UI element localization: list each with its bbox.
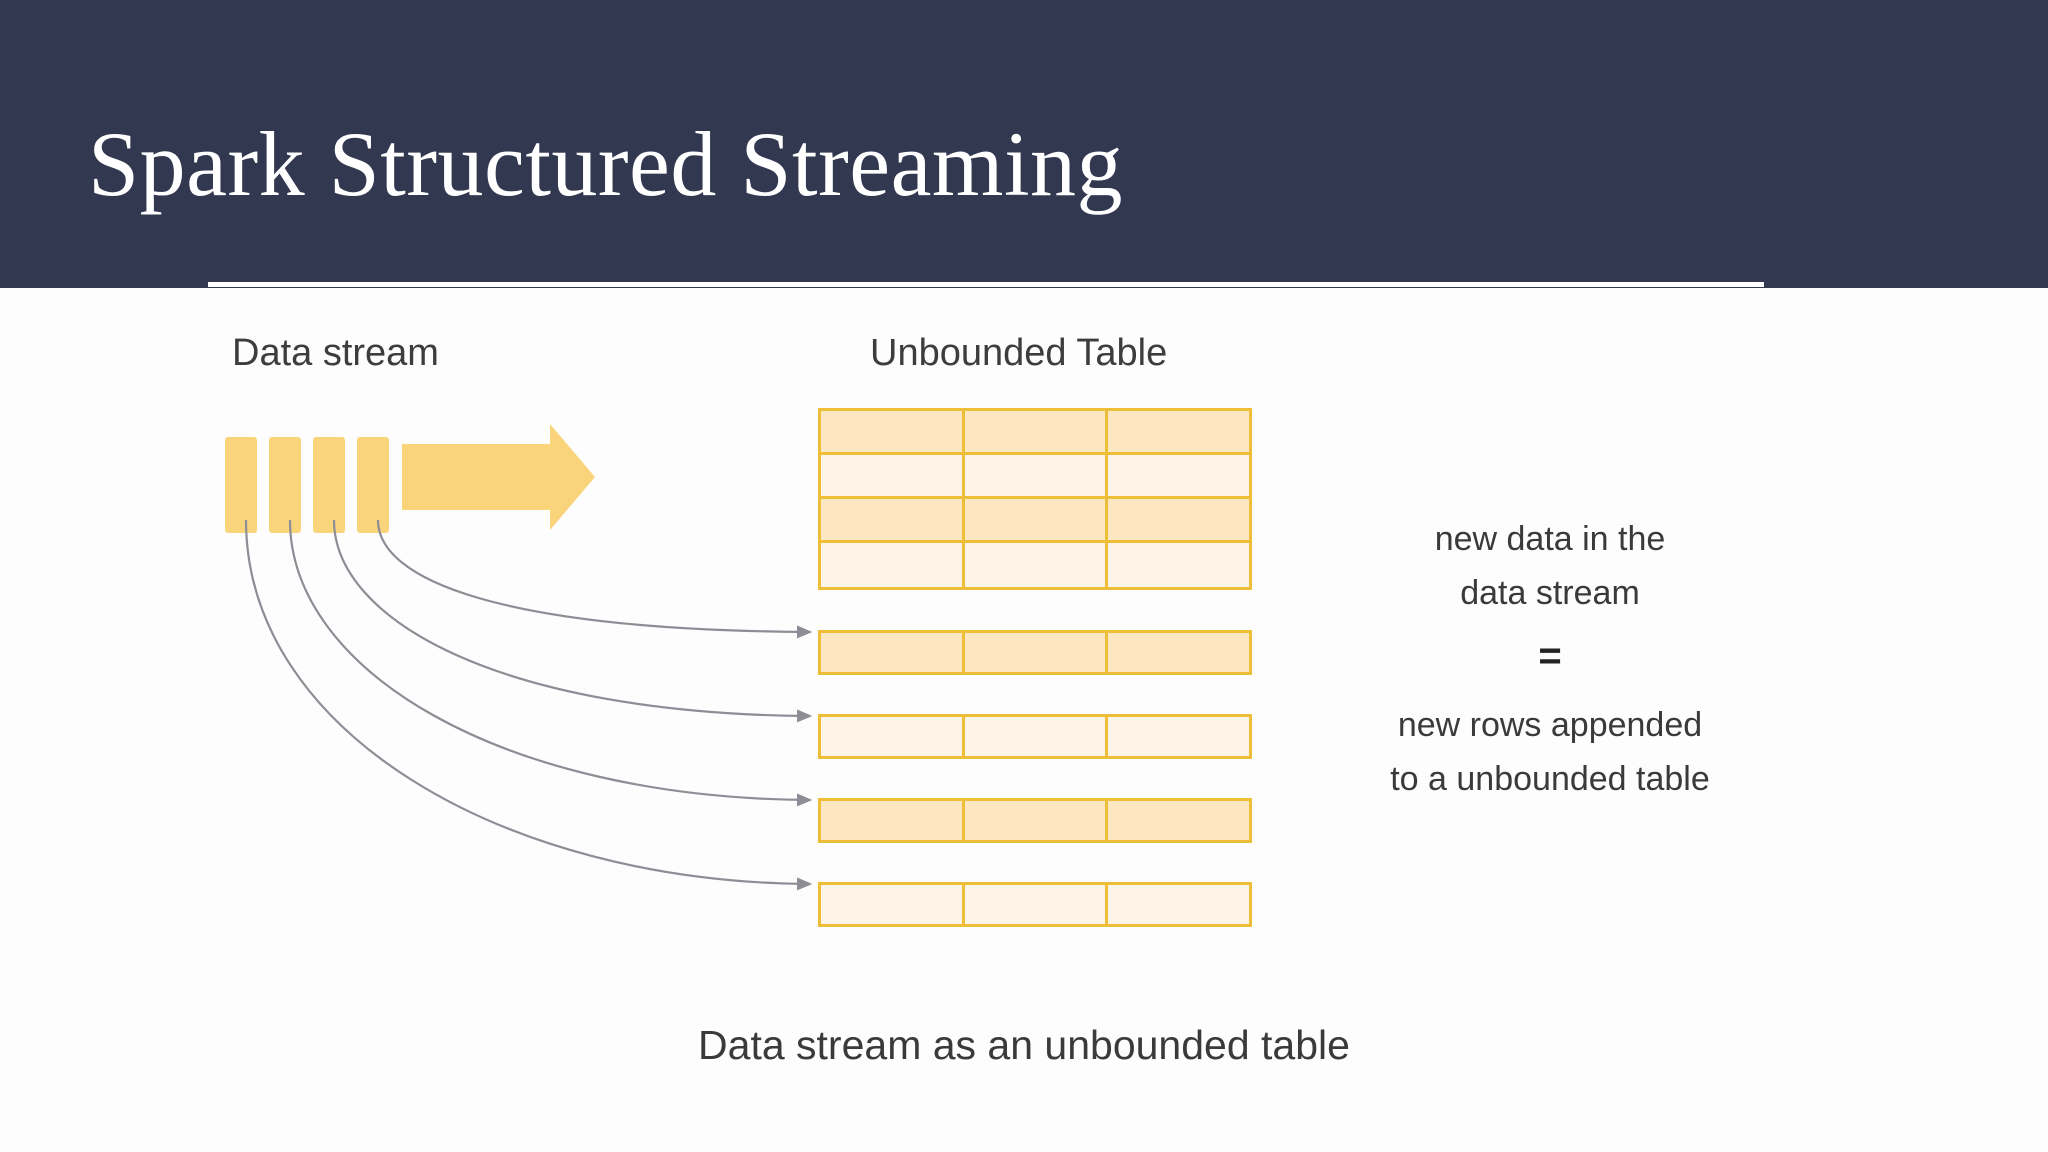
table-cell <box>821 801 965 840</box>
header-accent-line <box>208 282 1764 287</box>
table-cell <box>821 633 965 672</box>
stream-bar-1 <box>225 437 257 533</box>
explanation-line-4: to a unbounded table <box>1390 760 1710 798</box>
unbounded-table <box>818 408 1252 590</box>
connector-curve-2 <box>332 520 813 723</box>
appended-table-row <box>818 882 1252 927</box>
table-row <box>821 499 1250 543</box>
table-cell <box>964 455 1109 496</box>
table-cell <box>964 499 1109 540</box>
table-cell <box>964 543 1109 587</box>
title-header-band <box>0 0 2048 288</box>
table-cell <box>821 455 965 496</box>
data-stream-graphic <box>225 424 595 533</box>
unbounded-table-label: Unbounded Table <box>870 332 1168 374</box>
explanation-text: new data in the data stream = new rows a… <box>1340 512 1760 806</box>
connector-curves <box>244 520 813 891</box>
explanation-line-1: new data in the <box>1434 520 1666 558</box>
explanation-line-3: new rows appended <box>1397 706 1703 744</box>
equals-sign: = <box>1538 634 1562 678</box>
connector-curve-3 <box>288 520 813 807</box>
table-row <box>821 543 1250 587</box>
stream-bar-3 <box>313 437 345 533</box>
data-stream-label: Data stream <box>232 332 439 374</box>
table-row <box>821 455 1250 499</box>
table-cell <box>1108 455 1250 496</box>
table-cell <box>1108 499 1250 540</box>
table-cell <box>1108 633 1250 672</box>
connector-curve-4 <box>244 520 813 891</box>
table-cell <box>964 411 1109 452</box>
slide-title: Spark Structured Streaming <box>88 113 1124 215</box>
table-cell <box>1108 801 1250 840</box>
figure-caption: Data stream as an unbounded table <box>698 1022 1350 1068</box>
table-cell <box>1108 885 1250 924</box>
table-cell <box>1108 717 1250 756</box>
stream-bar-2 <box>269 437 301 533</box>
table-cell <box>821 717 965 756</box>
table-cell <box>1108 543 1250 587</box>
appended-table-row <box>818 714 1252 759</box>
appended-table-row <box>818 798 1252 843</box>
table-cell <box>821 543 965 587</box>
table-cell <box>821 885 965 924</box>
appended-table-row <box>818 630 1252 675</box>
table-cell <box>964 633 1109 672</box>
stream-bar-4 <box>357 437 389 533</box>
flow-arrow-icon <box>402 424 595 530</box>
explanation-line-2: data stream <box>1460 574 1640 612</box>
connector-curve-1 <box>376 520 813 639</box>
table-cell <box>1108 411 1250 452</box>
table-cell <box>821 499 965 540</box>
table-cell <box>821 411 965 452</box>
table-cell <box>964 801 1109 840</box>
stream-bar-group <box>225 437 389 533</box>
table-cell <box>964 717 1109 756</box>
table-cell <box>964 885 1109 924</box>
table-row <box>821 411 1250 455</box>
